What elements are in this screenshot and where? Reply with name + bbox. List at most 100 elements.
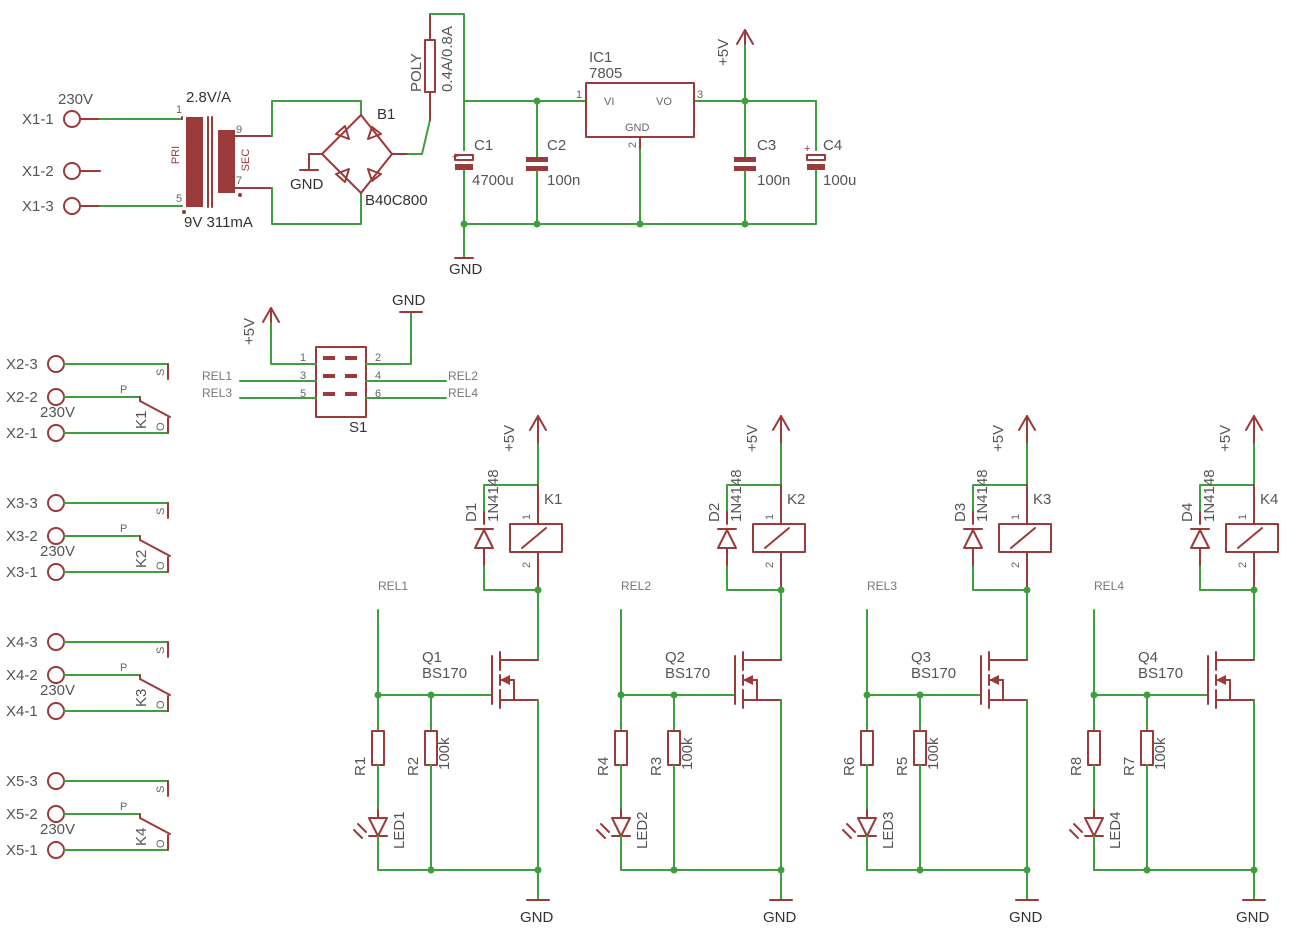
header-pin-4: 4 (375, 370, 381, 382)
coil-pin-1: 1 (521, 514, 533, 520)
relay-coil (509, 523, 563, 553)
relay-name: K4 (1260, 491, 1278, 508)
c3-name: C3 (757, 137, 776, 154)
bridge-diode-icon (335, 125, 350, 140)
terminal-label: X3-1 (6, 564, 38, 581)
contact-p-label: P (120, 662, 127, 674)
diode-value: 1N4148 (485, 469, 502, 522)
terminal-x4-1 (47, 702, 65, 720)
led-icon (1084, 817, 1104, 837)
regulator-vo: VO (656, 96, 672, 108)
terminal-x2-3 (47, 355, 65, 373)
resistor-led (371, 730, 385, 766)
contact-p-label: P (120, 384, 127, 396)
resistor-pulldown-value: 100k (1152, 737, 1169, 770)
terminal-label: X2-1 (6, 425, 38, 442)
regulator-pin-out: 3 (697, 89, 703, 101)
diode-value: 1N4148 (728, 469, 745, 522)
coil-pin-1: 1 (1237, 514, 1249, 520)
terminal-label: X5-3 (6, 773, 38, 790)
header-pin-2: 2 (375, 352, 381, 364)
resistor-led-name: R1 (352, 757, 369, 776)
resistor-pulldown-name: R5 (894, 757, 911, 776)
resistor-pulldown-value: 100k (925, 737, 942, 770)
capacitor-c2: C2 100n (526, 100, 580, 225)
resistor-pulldown-name: R7 (1121, 757, 1138, 776)
led-name: LED1 (391, 811, 408, 849)
contact-s-label: S (155, 647, 167, 654)
contact-o-label: O (155, 839, 167, 848)
vcc-label: +5V (1217, 425, 1234, 452)
contact-p-label: P (120, 523, 127, 535)
diode-icon (963, 529, 983, 549)
diode-value: 1N4148 (974, 469, 991, 522)
resistor-pulldown-value: 100k (679, 737, 696, 770)
secondary-polarity-dot (238, 193, 242, 197)
trafo-pin-9: 9 (236, 124, 242, 136)
transformer-output: 9V 311mA (184, 214, 253, 231)
contact-s-label: S (155, 369, 167, 376)
mosfet-arrow-icon (500, 675, 510, 685)
junction-dot (1250, 586, 1258, 594)
c1-name: C1 (474, 137, 493, 154)
fuse-value: 0.4A/0.8A (439, 26, 456, 92)
relay-coil (998, 523, 1052, 553)
terminal-label: X3-2 (6, 528, 38, 545)
transformer-rating: 2.8V/A (186, 89, 231, 106)
resistor-pulldown-value: 100k (436, 737, 453, 770)
terminal-x5-1 (47, 841, 65, 859)
junction-dot (534, 586, 542, 594)
regulator-pin-gnd: 2 (627, 142, 639, 148)
junction-dot (670, 866, 678, 874)
contact-relay-label: K1 (133, 411, 150, 429)
mosfet-arrow-icon (743, 675, 753, 685)
vcc-label: +5V (990, 425, 1007, 452)
pri-label: PRI (170, 146, 182, 164)
terminal-label: X2-3 (6, 356, 38, 373)
terminal-x3-3 (47, 494, 65, 512)
resistor-led (860, 730, 874, 766)
vcc-label-supply: +5V (715, 39, 732, 66)
terminal-x3-2 (47, 527, 65, 545)
secondary-winding (218, 130, 235, 193)
x1-1-label: X1-1 (22, 111, 54, 128)
header-pin-6: 6 (375, 388, 381, 400)
vcc-label: +5V (501, 425, 518, 452)
regulator-7805: IC1 7805 VI VO GND 1 3 2 (576, 49, 703, 225)
contact-relay-label: K3 (133, 689, 150, 707)
resistor-led-name: R8 (1068, 757, 1085, 776)
bridge-diode-icon (367, 126, 382, 140)
led-icon (368, 817, 388, 837)
led-name: LED3 (880, 811, 897, 849)
junction-dot (777, 586, 785, 594)
terminal-x2-1 (47, 424, 65, 442)
terminal-x3-1 (47, 563, 65, 581)
gnd-label: GND (763, 909, 797, 926)
mosfet-arrow-icon (989, 675, 999, 685)
led-name: LED4 (1107, 811, 1124, 849)
svg-text:+: + (452, 151, 458, 163)
bridge-rectifier: B1 B40C800 GND (290, 106, 428, 209)
net-label: REL1 (378, 579, 408, 593)
net-label: REL4 (1094, 579, 1124, 593)
header-net-rel4: REL4 (448, 386, 478, 400)
header-s1: S1 1 2 3 4 5 6 (300, 346, 381, 436)
sec-label: SEC (240, 149, 252, 172)
diode-value: 1N4148 (1201, 469, 1218, 522)
header-pin-1: 1 (300, 352, 306, 364)
terminal-label: X4-1 (6, 703, 38, 720)
regulator-pin-in: 1 (576, 89, 582, 101)
fet-name: Q2 (665, 649, 685, 666)
terminal-label: X4-3 (6, 634, 38, 651)
vcc-label-header: +5V (241, 318, 258, 345)
led-icon (857, 817, 877, 837)
capacitor-c3: C3 100n (734, 100, 790, 225)
diode-name: D3 (952, 503, 969, 522)
capacitor-c4: + C4 100u (804, 100, 856, 225)
